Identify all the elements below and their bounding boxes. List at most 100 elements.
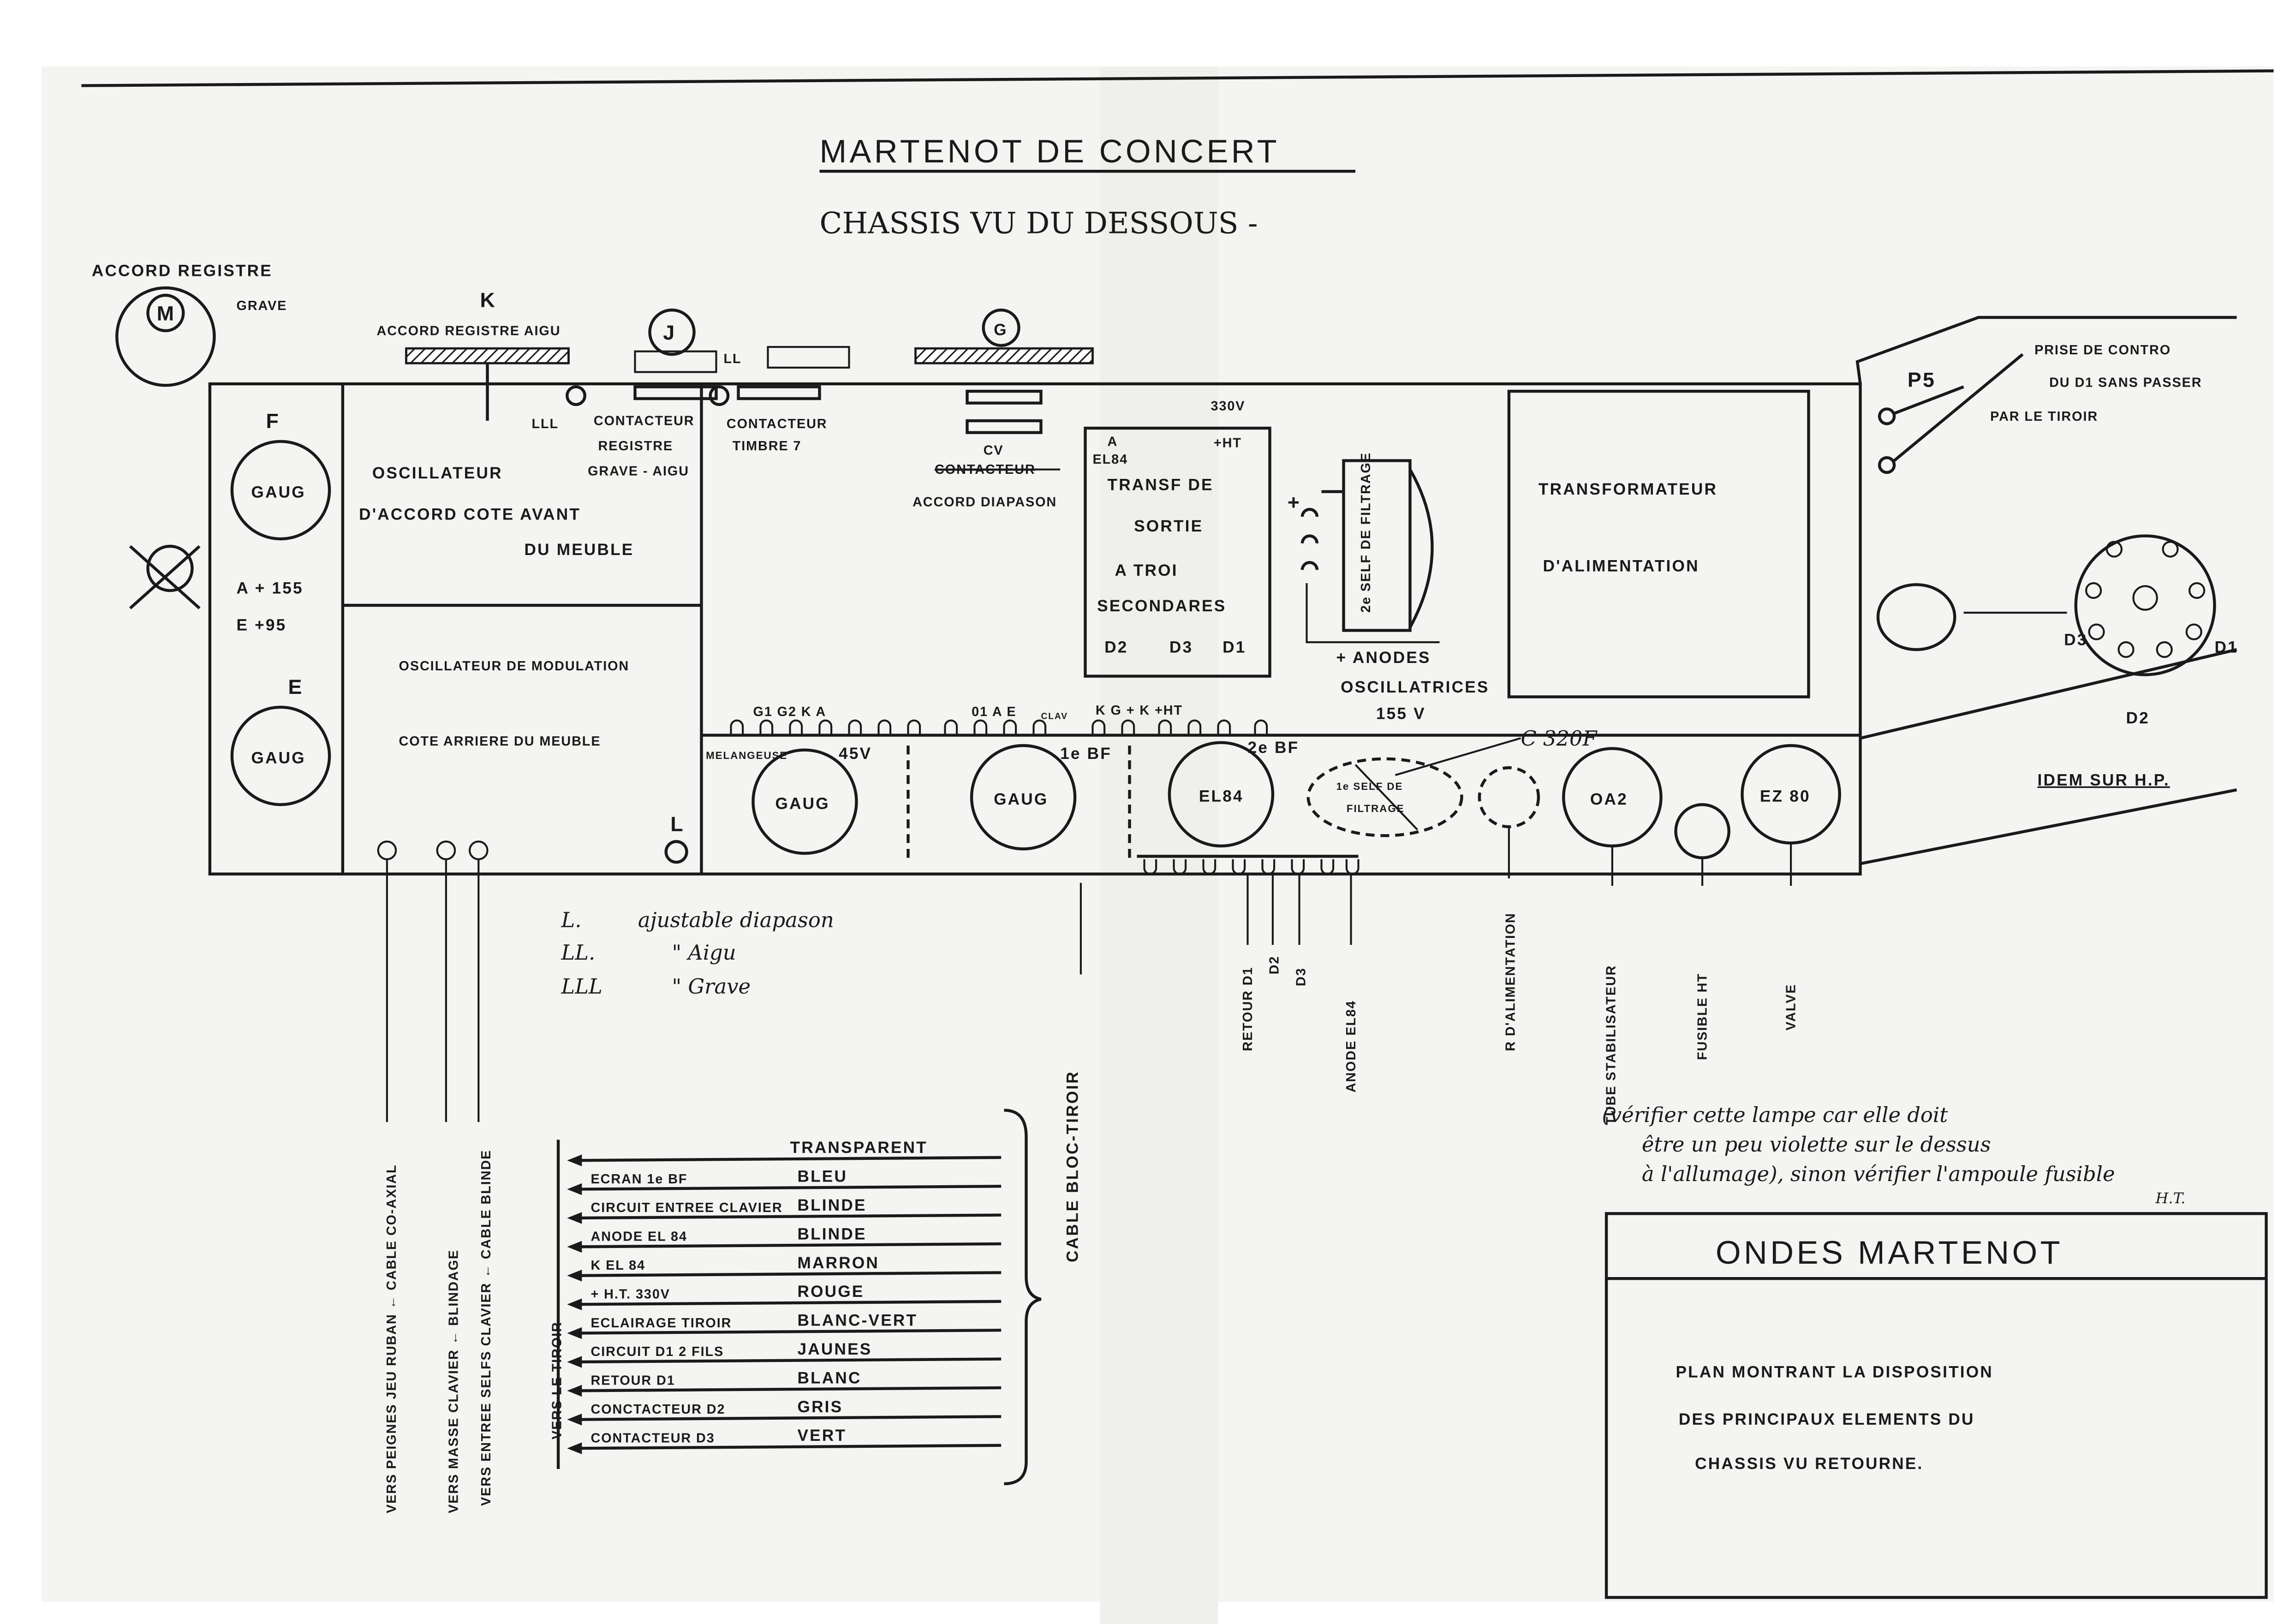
wire-row: CONTACTEUR D3 VERT bbox=[567, 1427, 1002, 1454]
tube-label: GAUG bbox=[251, 483, 306, 501]
vertical-label: VERS ENTREE SELFS CLAVIER ← CABLE BLINDE bbox=[479, 1150, 494, 1506]
arrow-left-icon bbox=[567, 1270, 582, 1282]
grommet-icon bbox=[1876, 583, 1956, 651]
lamp-note: (vérifier cette lampe car elle doit être… bbox=[1602, 1103, 2186, 1207]
wire-label: ECLAIRAGE TIROIR bbox=[591, 1316, 732, 1331]
osc-accord-label: DU MEUBLE bbox=[525, 541, 634, 559]
bf1-label: 1e BF bbox=[1060, 745, 1112, 763]
wire-line bbox=[576, 1329, 1002, 1335]
vertical-label: D3 bbox=[1294, 967, 1308, 986]
wire-row: + H.T. 330V ROUGE bbox=[567, 1283, 1002, 1310]
contacteur-registre-label: CONTACTEUR bbox=[594, 414, 695, 429]
prise-label: PRISE DE CONTRO bbox=[2034, 343, 2171, 358]
lll-label: LLL bbox=[532, 417, 559, 431]
wire-color: GRIS bbox=[798, 1398, 843, 1416]
knob-g-icon bbox=[982, 308, 1020, 347]
wire-color: ROUGE bbox=[798, 1283, 865, 1301]
arrow-left-icon bbox=[567, 1298, 582, 1310]
accord-aigu-label: ACCORD REGISTRE AIGU bbox=[377, 323, 561, 338]
wire-color: MARRON bbox=[798, 1254, 880, 1272]
tube-gaug-e bbox=[230, 705, 331, 806]
transformer-label: TRANSF DE bbox=[1108, 476, 1214, 494]
vertical-label: VERS MASSE CLAVIER ← BLINDAGE bbox=[447, 1249, 461, 1513]
wire-label: ECRAN 1e BF bbox=[591, 1172, 688, 1187]
socket-pin-label: D3 bbox=[2064, 631, 2087, 649]
arrow-left-icon bbox=[567, 1212, 582, 1224]
output-transformer bbox=[1084, 426, 1271, 678]
transformer-label: SORTIE bbox=[1134, 517, 1203, 535]
socket-pin-label: D2 bbox=[2126, 709, 2150, 727]
vertical-label: RETOUR D1 bbox=[1240, 967, 1255, 1051]
self-filtrage-1 bbox=[1306, 757, 1463, 837]
terminal-pins bbox=[730, 719, 1360, 875]
cv-label: CV bbox=[984, 443, 1004, 458]
anodes-label: OSCILLATRICES bbox=[1341, 678, 1489, 696]
wire-label: CIRCUIT ENTREE CLAVIER bbox=[591, 1200, 783, 1215]
anodes-label: + ANODES bbox=[1336, 649, 1431, 667]
contacteur-registre-label: REGISTRE bbox=[598, 439, 674, 454]
contacteur-registre-label: GRAVE - AIGU bbox=[588, 464, 689, 478]
pin-labels: CLAV bbox=[1041, 711, 1068, 721]
knob-m-icon bbox=[115, 286, 216, 387]
pin-labels: K G + K +HT bbox=[1096, 703, 1183, 718]
wire-label: CONTACTEUR D3 bbox=[591, 1431, 715, 1445]
wire-row: TRANSPARENT bbox=[567, 1139, 1002, 1166]
contacteur-timbre-label: TIMBRE 7 bbox=[733, 439, 802, 454]
arrow-left-icon bbox=[567, 1154, 582, 1166]
wire-label: K EL 84 bbox=[591, 1258, 646, 1273]
tube-gaug-bf1 bbox=[970, 744, 1077, 851]
pin-label: 330V bbox=[1211, 399, 1246, 414]
wire-line bbox=[576, 1444, 1002, 1450]
vertical-label: VALVE bbox=[1784, 984, 1799, 1030]
tube-label: EZ 80 bbox=[1760, 788, 1811, 806]
secondary-label: D1 bbox=[1223, 638, 1246, 656]
wire-line bbox=[576, 1415, 1002, 1421]
secondary-label: D2 bbox=[1104, 638, 1128, 656]
capacitor-note: C 320F bbox=[1521, 726, 1598, 751]
wire-color: TRANSPARENT bbox=[790, 1139, 928, 1157]
wire-line bbox=[576, 1300, 1002, 1306]
arrow-left-icon bbox=[567, 1327, 582, 1339]
arrow-left-icon bbox=[567, 1356, 582, 1368]
ll-label: LL bbox=[724, 352, 742, 366]
wire-label: + H.T. 330V bbox=[591, 1287, 670, 1302]
self-2-label: 2e SELF DE FILTRAGE bbox=[1359, 452, 1373, 613]
f-label: F bbox=[266, 410, 280, 433]
plus-label: + bbox=[1288, 491, 1301, 514]
tube-gaug-melangeuse bbox=[751, 748, 858, 855]
voltage-label: A + 155 bbox=[237, 579, 304, 597]
wire-line bbox=[576, 1271, 1002, 1277]
page-subtitle: CHASSIS VU DU DESSOUS - bbox=[820, 207, 1258, 241]
prise-label: DU D1 SANS PASSER bbox=[2049, 375, 2202, 390]
wire-line bbox=[576, 1242, 1002, 1248]
secondary-label: D3 bbox=[1169, 638, 1193, 656]
wire-label: ANODE EL 84 bbox=[591, 1230, 687, 1244]
prise-label: PAR LE TIROIR bbox=[1990, 409, 2098, 424]
wire-line bbox=[576, 1357, 1002, 1364]
wire-row: ANODE EL 84 BLINDE bbox=[567, 1225, 1002, 1253]
wire-label: CIRCUIT D1 2 FILS bbox=[591, 1344, 724, 1359]
socket-pin-label: D1 bbox=[2215, 638, 2238, 656]
vertical-label: D2 bbox=[1267, 955, 1282, 974]
wire-color: VERT bbox=[798, 1427, 847, 1445]
contacteur-timbre-label: CONTACTEUR bbox=[727, 417, 828, 431]
wire-color: BLINDE bbox=[798, 1225, 867, 1243]
arrow-left-icon bbox=[567, 1442, 582, 1454]
j-label: J bbox=[663, 321, 676, 344]
title-block-line: CHASSIS VU RETOURNE. bbox=[1695, 1455, 1923, 1473]
adjustment-legend: L.ajustable diapason LL." Aigu LLL" Grav… bbox=[561, 908, 834, 999]
power-transformer bbox=[1507, 389, 1810, 699]
page-title: MARTENOT DE CONCERT bbox=[820, 133, 1280, 169]
transformer-label: A TROI bbox=[1115, 561, 1178, 579]
vertical-label: R D'ALIMENTATION bbox=[1503, 913, 1518, 1051]
wire-line bbox=[576, 1156, 1002, 1162]
self-filtrage-2 bbox=[1342, 459, 1412, 632]
anodes-label: 155 V bbox=[1376, 705, 1426, 722]
vertical-label: TUBE STABILISATEUR bbox=[1604, 965, 1618, 1125]
tube-label: GAUG bbox=[775, 795, 830, 813]
knob-l-icon bbox=[146, 544, 194, 592]
